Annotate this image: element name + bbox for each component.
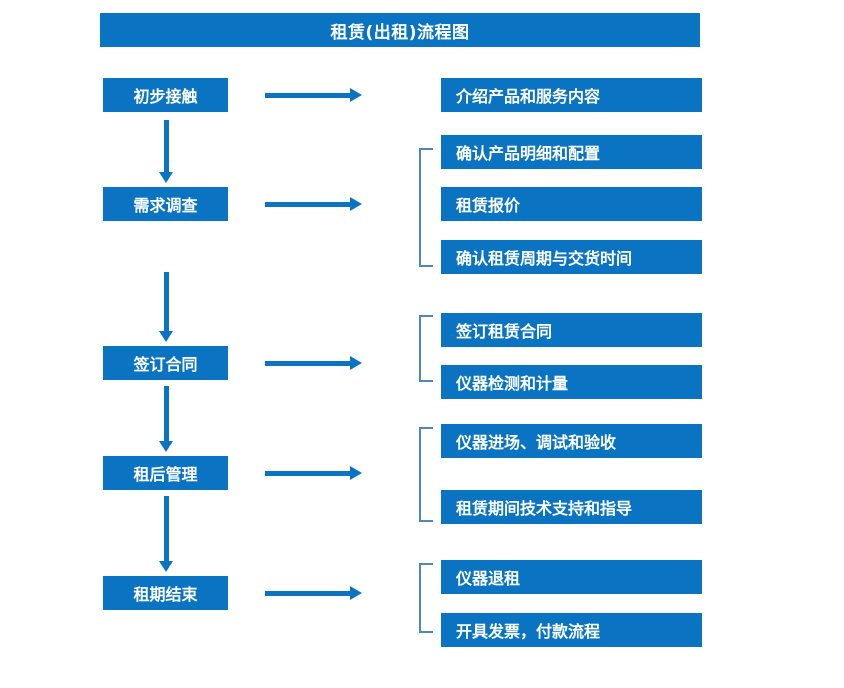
detail-box-sign-rental-contract[interactable]: 签订租赁合同 xyxy=(441,313,702,347)
page-title: 租赁(出租)流程图 xyxy=(100,13,700,47)
vertical-arrow-icon-stage3-to-stage4 xyxy=(159,386,173,452)
detail-box-instrument-return[interactable]: 仪器退租 xyxy=(441,560,702,594)
vertical-arrow-icon-stage1-to-stage2 xyxy=(159,120,173,183)
group-bracket-needs-survey xyxy=(419,148,433,267)
horizontal-arrow-icon-stage1 xyxy=(265,88,362,102)
detail-box-confirm-rental-period[interactable]: 确认租赁周期与交货时间 xyxy=(441,240,702,274)
group-bracket-post-rental xyxy=(419,427,433,522)
horizontal-arrow-icon-stage4 xyxy=(265,466,362,480)
stage-box-needs-survey[interactable]: 需求调查 xyxy=(103,187,228,221)
group-bracket-rental-end xyxy=(419,563,433,633)
stage-box-sign-contract[interactable]: 签订合同 xyxy=(103,346,228,380)
stage-box-rental-end[interactable]: 租期结束 xyxy=(103,576,228,610)
detail-box-confirm-product-details[interactable]: 确认产品明细和配置 xyxy=(441,135,702,169)
horizontal-arrow-icon-stage2 xyxy=(265,197,362,211)
vertical-arrow-icon-stage4-to-stage5 xyxy=(159,496,173,572)
stage-box-initial-contact[interactable]: 初步接触 xyxy=(103,78,228,112)
group-bracket-sign-contract xyxy=(419,315,433,382)
vertical-arrow-icon-stage2-to-stage3 xyxy=(159,272,173,342)
detail-box-instrument-entry-commissioning[interactable]: 仪器进场、调试和验收 xyxy=(441,424,702,458)
detail-box-invoice-payment[interactable]: 开具发票，付款流程 xyxy=(441,613,702,647)
detail-box-instrument-inspection[interactable]: 仪器检测和计量 xyxy=(441,365,702,399)
horizontal-arrow-icon-stage3 xyxy=(265,356,362,370)
detail-box-technical-support[interactable]: 租赁期间技术支持和指导 xyxy=(441,490,702,524)
stage-box-post-rental-management[interactable]: 租后管理 xyxy=(103,456,228,490)
detail-box-rental-quotation[interactable]: 租赁报价 xyxy=(441,187,702,221)
horizontal-arrow-icon-stage5 xyxy=(265,586,362,600)
detail-box-introduce-products[interactable]: 介绍产品和服务内容 xyxy=(441,78,702,112)
